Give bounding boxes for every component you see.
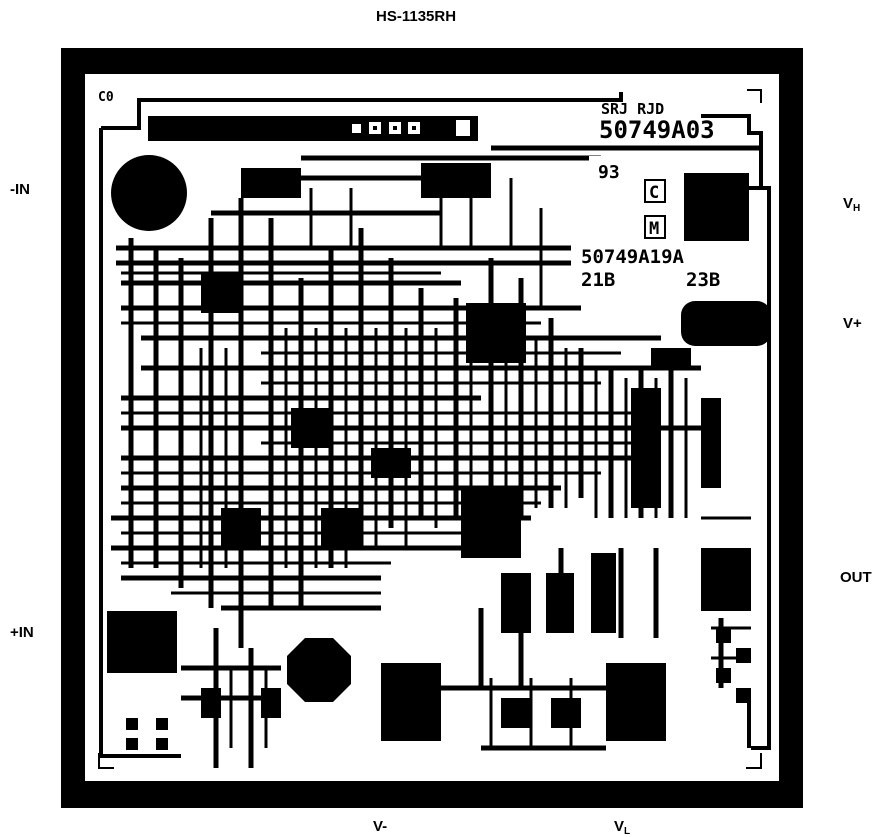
pin-label-out: OUT [840,569,872,586]
die-top-part-number: 50749A03 [599,116,715,144]
bond-pads [107,155,771,741]
pin-label-vh: VH [843,195,860,214]
pin-label-vplus: V+ [843,315,862,332]
pad-vplus [681,301,771,346]
chip-title: HS-1135RH [376,8,457,25]
pad-minus-in [111,155,187,231]
die-mask-glyph: M [649,219,659,239]
pin-label-vh-main: V [843,195,854,212]
die-mid-label-box [579,243,739,291]
die-layout: C0 SRJ RJD 50749A03 93 C M 50749A19A 21B… [61,48,803,808]
pad-center-octagon [287,638,351,702]
die-copyright-glyph: C [649,183,659,203]
pad-plus-in [107,611,177,673]
pin-label-vh-sub: H [853,203,861,214]
pad-out [701,548,751,611]
die-rev-left: 21B [581,269,615,291]
die-year: 93 [598,162,620,183]
pad-vminus [381,663,441,741]
die-rev-right: 23B [686,269,720,291]
die-corner-mark: C0 [98,90,114,105]
die-mid-part-number: 50749A19A [581,246,685,268]
pin-label-vl-main: V [614,818,625,835]
pin-label-vl-sub: L [624,826,631,837]
die-year-box [589,156,684,246]
pin-label-vl: VL [614,818,630,837]
die-mask-box [644,215,666,239]
die-designers: SRJ RJD [601,100,664,118]
top-marker-bar [148,116,478,141]
pad-vl [606,663,666,741]
die-copyright-box [644,179,666,203]
pin-label-plus-in: +IN [10,624,34,641]
pin-label-minus-in: -IN [10,181,30,198]
test-squares [126,718,168,750]
pin-label-vminus: V- [373,818,388,835]
pad-vh [681,173,749,241]
circuit-fine-traces [121,168,751,748]
circuit-blocks [201,163,751,728]
